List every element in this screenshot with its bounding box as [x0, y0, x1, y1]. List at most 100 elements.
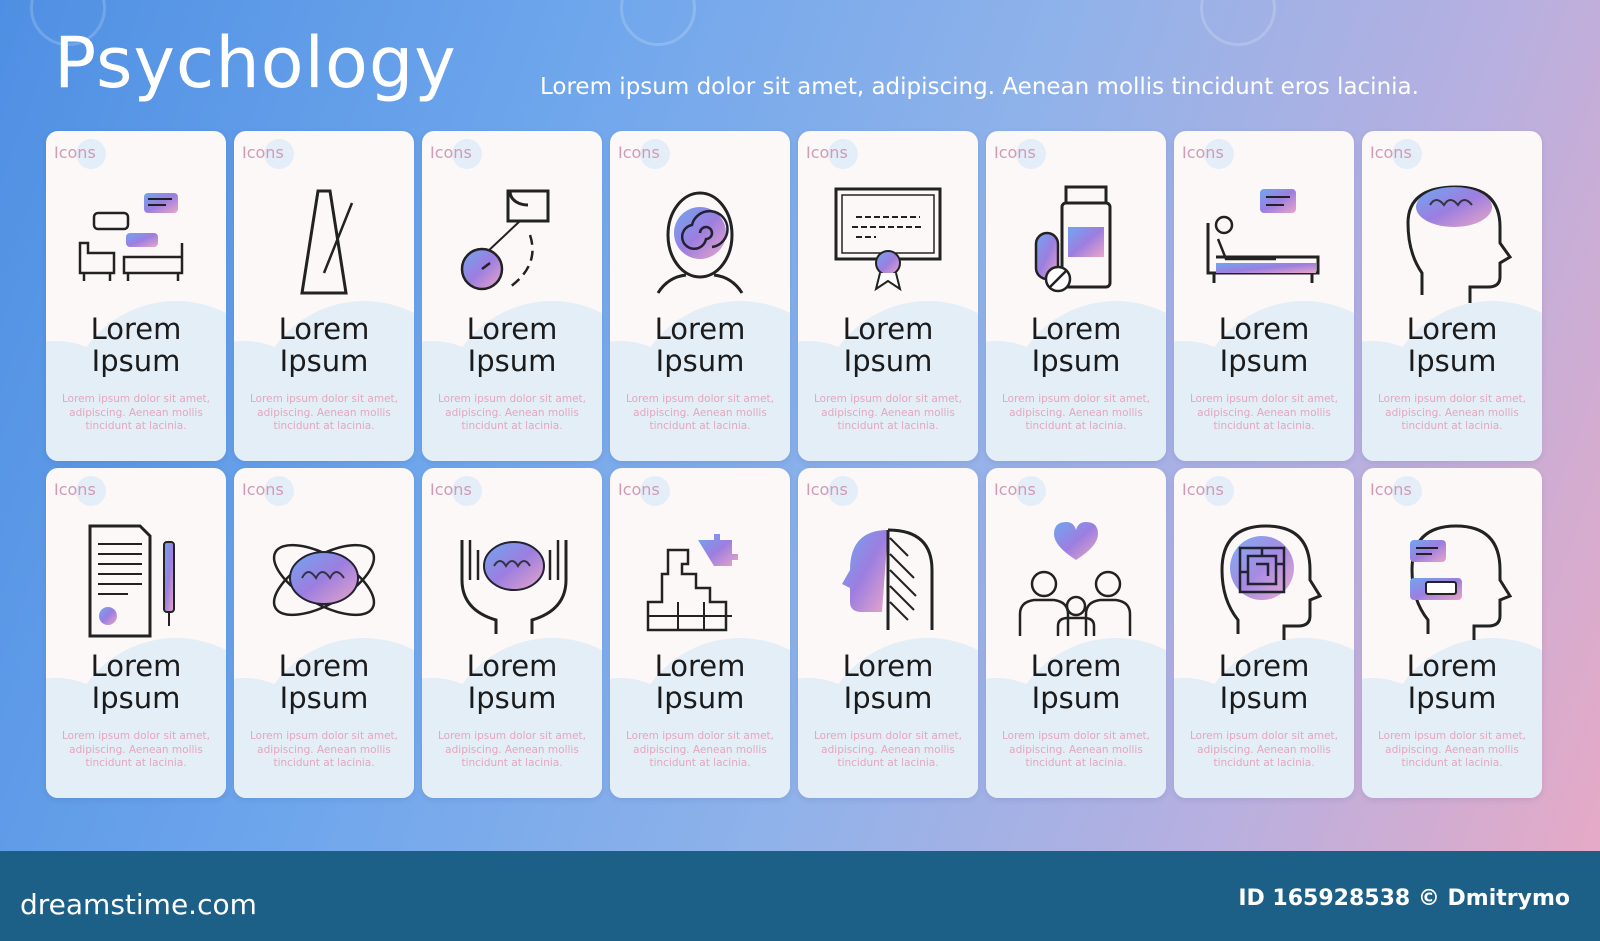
card-title-line1: Lorem	[1218, 649, 1310, 683]
card-description: Lorem ipsum dolor sit amet, adipiscing. …	[1378, 730, 1526, 769]
icon-card: Icons Lorem Ipsum Lorem ipsum dolor sit …	[610, 131, 790, 461]
icon-card: Icons Lorem Ipsum Lorem ipsum dolor sit …	[46, 468, 226, 798]
card-title-line2: Ipsum	[91, 681, 181, 715]
card-title-line1: Lorem	[90, 649, 182, 683]
family-heart-icon	[1018, 522, 1132, 636]
tag-dot	[1204, 476, 1234, 506]
metronome-icon	[300, 189, 354, 295]
talking-head-icon	[1410, 524, 1513, 640]
card-description: Lorem ipsum dolor sit amet, adipiscing. …	[250, 730, 398, 769]
card-title: Lorem Ipsum	[422, 650, 602, 714]
patient-couch-icon	[1206, 189, 1320, 283]
icon-card: Icons Lorem Ipsum Lorem ipsum dolor sit …	[46, 131, 226, 461]
tag-dot	[264, 476, 294, 506]
card-tag: Icons	[806, 480, 848, 499]
card-description: Lorem ipsum dolor sit amet, adipiscing. …	[814, 730, 962, 769]
card-description: Lorem ipsum dolor sit amet, adipiscing. …	[250, 393, 398, 432]
tag-dot	[640, 476, 670, 506]
card-title-line2: Ipsum	[91, 344, 181, 378]
card-title-line1: Lorem	[1406, 312, 1498, 346]
maze-head-icon	[1220, 524, 1323, 640]
card-title-line2: Ipsum	[843, 344, 933, 378]
card-title-line1: Lorem	[842, 649, 934, 683]
tag-dot	[452, 476, 482, 506]
page-title: Psychology	[54, 22, 457, 104]
card-description: Lorem ipsum dolor sit amet, adipiscing. …	[626, 730, 774, 769]
card-tag: Icons	[1370, 143, 1412, 162]
card-tag: Icons	[54, 480, 96, 499]
card-tag: Icons	[242, 480, 284, 499]
card-title-line2: Ipsum	[279, 681, 369, 715]
card-title: Lorem Ipsum	[798, 313, 978, 377]
card-title-line1: Lorem	[278, 649, 370, 683]
card-title-line1: Lorem	[654, 649, 746, 683]
icon-card: Icons Lorem Ipsum Lorem ipsum dolor sit …	[1362, 468, 1542, 798]
card-description: Lorem ipsum dolor sit amet, adipiscing. …	[62, 730, 210, 769]
icon-card: Icons Lorem Ipsum Lorem ipsum dolor sit …	[234, 468, 414, 798]
therapy-session-icon	[78, 193, 184, 281]
footer-credit: ID 165928538 © Dmitrymo	[1238, 886, 1570, 911]
card-tag: Icons	[1182, 480, 1224, 499]
card-description: Lorem ipsum dolor sit amet, adipiscing. …	[1190, 730, 1338, 769]
card-description: Lorem ipsum dolor sit amet, adipiscing. …	[62, 393, 210, 432]
icon-card: Icons Lorem Ipsum Lorem ipsum dolor sit …	[986, 131, 1166, 461]
tag-dot	[1392, 139, 1422, 169]
card-title: Lorem Ipsum	[986, 650, 1166, 714]
card-title-line2: Ipsum	[1219, 344, 1309, 378]
card-title-line2: Ipsum	[655, 681, 745, 715]
card-title-line1: Lorem	[842, 312, 934, 346]
card-title: Lorem Ipsum	[1174, 313, 1354, 377]
card-title-line1: Lorem	[1218, 312, 1310, 346]
hypnosis-watch-icon	[460, 189, 550, 291]
card-description: Lorem ipsum dolor sit amet, adipiscing. …	[1378, 393, 1526, 432]
card-title-line2: Ipsum	[1031, 344, 1121, 378]
card-title: Lorem Ipsum	[610, 313, 790, 377]
card-title-line2: Ipsum	[843, 681, 933, 715]
card-tag: Icons	[994, 143, 1036, 162]
card-title-line1: Lorem	[466, 312, 558, 346]
icon-card: Icons Lorem Ipsum Lorem ipsum dolor sit …	[610, 468, 790, 798]
page-subtitle: Lorem ipsum dolor sit amet, adipiscing. …	[540, 74, 1419, 100]
card-title: Lorem Ipsum	[422, 313, 602, 377]
card-tag: Icons	[242, 143, 284, 162]
certificate-icon	[834, 187, 942, 292]
card-title-line1: Lorem	[1030, 312, 1122, 346]
card-tag: Icons	[54, 143, 96, 162]
icon-card: Icons Lorem Ipsum Lorem ipsum dolor sit …	[234, 131, 414, 461]
card-title: Lorem Ipsum	[986, 313, 1166, 377]
card-description: Lorem ipsum dolor sit amet, adipiscing. …	[814, 393, 962, 432]
card-description: Lorem ipsum dolor sit amet, adipiscing. …	[438, 730, 586, 769]
card-title-line1: Lorem	[1030, 649, 1122, 683]
card-title: Lorem Ipsum	[234, 650, 414, 714]
icon-card: Icons Lorem Ipsum Lorem ipsum dolor sit …	[798, 468, 978, 798]
card-tag: Icons	[618, 143, 660, 162]
tag-dot	[264, 139, 294, 169]
card-tag: Icons	[430, 480, 472, 499]
tag-dot	[1204, 139, 1234, 169]
card-title: Lorem Ipsum	[1174, 650, 1354, 714]
puzzle-icon	[646, 534, 738, 632]
card-tag: Icons	[806, 143, 848, 162]
card-description: Lorem ipsum dolor sit amet, adipiscing. …	[438, 393, 586, 432]
card-tag: Icons	[430, 143, 472, 162]
footer-brand: dreamstime.com	[20, 888, 257, 921]
tag-dot	[828, 139, 858, 169]
card-tag: Icons	[618, 480, 660, 499]
card-title-line2: Ipsum	[655, 344, 745, 378]
tag-dot	[640, 139, 670, 169]
tag-dot	[1392, 476, 1422, 506]
tag-dot	[1016, 476, 1046, 506]
tag-dot	[76, 476, 106, 506]
card-title: Lorem Ipsum	[610, 650, 790, 714]
card-title-line2: Ipsum	[1407, 681, 1497, 715]
card-tag: Icons	[994, 480, 1036, 499]
card-title-line1: Lorem	[278, 312, 370, 346]
document-pen-icon	[88, 524, 175, 638]
tag-dot	[76, 139, 106, 169]
card-title-line2: Ipsum	[279, 344, 369, 378]
icon-card: Icons Lorem Ipsum Lorem ipsum dolor sit …	[798, 131, 978, 461]
spiral-head-icon	[656, 191, 744, 294]
brain-head-icon	[1406, 185, 1513, 303]
card-title-line1: Lorem	[654, 312, 746, 346]
